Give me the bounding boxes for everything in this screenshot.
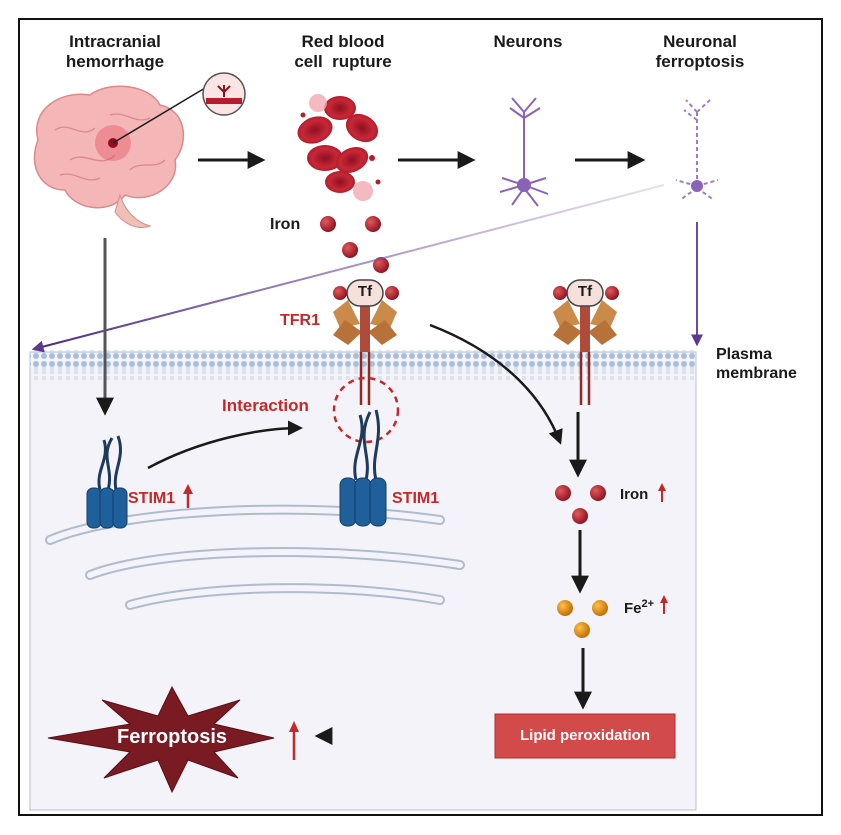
- up-arrow-icon: [658, 483, 666, 502]
- header-line: ferroptosis: [655, 52, 745, 72]
- arrow-ferroptosis-to-membrane-left: [31, 184, 665, 353]
- label-fe-charge: 2+: [641, 598, 655, 610]
- label-interaction: Interaction: [222, 396, 309, 415]
- red-blood-cell-cluster-icon: [297, 94, 381, 201]
- label-iron-up: Iron: [620, 486, 649, 503]
- tfr1-receptor-left: [333, 279, 399, 405]
- label-fe2: Fe2+: [624, 598, 654, 618]
- header-line: cell rupture: [294, 52, 392, 72]
- released-iron-particles: [320, 216, 389, 273]
- plasma-membrane: [30, 350, 696, 380]
- label-plasma-membrane: Plasma membrane: [716, 346, 816, 384]
- label-tf-left: Tf: [357, 283, 373, 300]
- header-line: Neuronal: [663, 32, 737, 51]
- neuron-icon: [499, 97, 549, 207]
- tfr1-receptor-right: [553, 279, 619, 405]
- figure-frame: [18, 18, 823, 816]
- label-ferroptosis: Ferroptosis: [116, 726, 228, 748]
- ferroptosis-burst: [47, 685, 275, 794]
- interaction-circle: [332, 376, 400, 444]
- brain-icon: [33, 72, 246, 228]
- intracellular-iron-particles: [555, 485, 606, 524]
- label-stim1: STIM1: [392, 490, 440, 507]
- header-line: hemorrhage: [65, 52, 165, 72]
- label-fe-base: Fe: [624, 600, 642, 617]
- fragmented-neuron-icon: [675, 99, 719, 201]
- header-rbc-rupture: Red blood cell rupture: [268, 32, 418, 72]
- label-lipid-peroxidation: Lipid peroxidation: [520, 727, 650, 744]
- ferrous-iron-particles: [557, 600, 608, 638]
- header-line: Red blood: [301, 32, 385, 51]
- label-tf-right: Tf: [577, 283, 593, 300]
- arrow-stim1-to-interaction: [147, 420, 303, 470]
- up-arrow-icon: [660, 595, 668, 614]
- label-stim1-up: STIM1: [128, 490, 176, 507]
- header-neuronal-ferroptosis: Neuronal ferroptosis: [640, 32, 760, 72]
- label-tfr1: TFR1: [280, 312, 320, 329]
- lipid-peroxidation-box: [494, 713, 676, 759]
- arrow-tfr1-to-iron: [429, 323, 563, 445]
- up-arrow-icon: [289, 721, 299, 760]
- up-arrow-icon: [183, 484, 193, 508]
- label-line: Plasma: [716, 346, 773, 363]
- header-line: Intracranial: [69, 32, 161, 51]
- stim1-protein-left: [86, 435, 128, 529]
- label-line: membrane: [716, 364, 797, 382]
- stim1-protein-right: [339, 409, 387, 527]
- header-intracranial-hemorrhage: Intracranial hemorrhage: [40, 32, 190, 72]
- header-neurons: Neurons: [493, 32, 563, 51]
- label-iron: Iron: [270, 216, 301, 233]
